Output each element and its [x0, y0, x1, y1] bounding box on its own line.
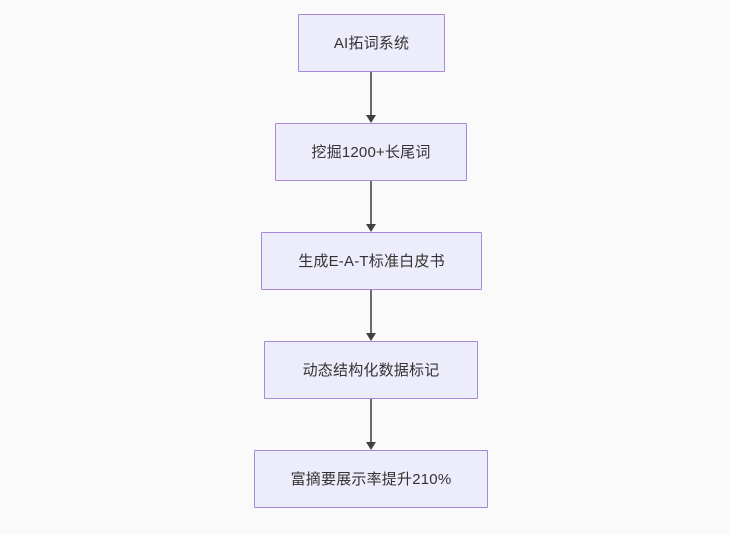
flow-node-label: 动态结构化数据标记: [302, 361, 440, 379]
arrowhead-icon: [366, 115, 376, 123]
flow-node-label: 挖掘1200+长尾词: [311, 143, 431, 161]
edge-line: [370, 399, 372, 442]
flow-node-label: AI拓词系统: [333, 34, 410, 52]
flow-node-label: 生成E-A-T标准白皮书: [298, 252, 445, 270]
edge-line: [370, 72, 372, 115]
flow-node-3[interactable]: 生成E-A-T标准白皮书: [261, 232, 482, 290]
flow-node-label: 富摘要展示率提升210%: [290, 470, 452, 488]
flow-node-4[interactable]: 动态结构化数据标记: [264, 341, 478, 399]
arrowhead-icon: [366, 333, 376, 341]
flow-node-2[interactable]: 挖掘1200+长尾词: [275, 123, 467, 181]
arrowhead-icon: [366, 442, 376, 450]
arrowhead-icon: [366, 224, 376, 232]
edge-line: [370, 181, 372, 224]
flow-node-5[interactable]: 富摘要展示率提升210%: [254, 450, 488, 508]
edge-line: [370, 290, 372, 333]
flow-node-1[interactable]: AI拓词系统: [298, 14, 445, 72]
